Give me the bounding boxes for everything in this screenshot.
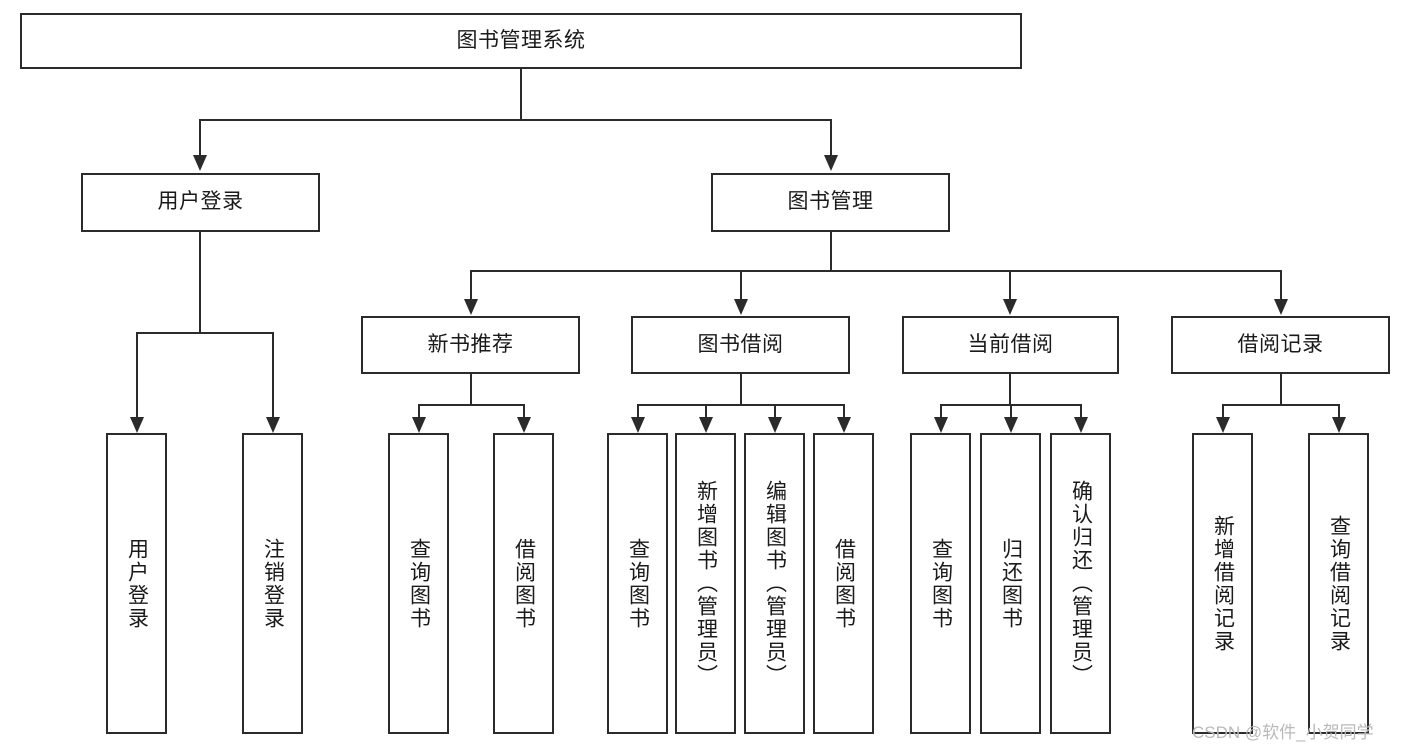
arrowhead-current-borrow-leaf-3 xyxy=(1074,417,1088,433)
arrowhead-current-borrow-leaf-1 xyxy=(934,417,948,433)
connector-borrow-record-to-leaf-1 xyxy=(1222,404,1224,417)
connector-book-borrow-stem xyxy=(740,374,742,405)
node-label: 用户登录 xyxy=(157,190,244,214)
arrowhead-borrow-record-leaf-2 xyxy=(1332,417,1346,433)
connector-book-borrow-to-leaf-2 xyxy=(705,404,707,417)
connector-new-book-to-leaf-1 xyxy=(418,404,420,417)
connector-current-borrow-to-leaf-3 xyxy=(1080,404,1082,417)
leaf-current-borrow-3[interactable]: 确认归还（管理员） xyxy=(1050,433,1111,734)
node-book-management[interactable]: 图书管理 xyxy=(711,173,950,232)
node-label: 查询图书 xyxy=(407,537,431,630)
connector-borrow-record-stem xyxy=(1280,374,1282,405)
node-label: 归还图书 xyxy=(999,537,1023,630)
node-label: 新书推荐 xyxy=(427,332,514,356)
connector-new-book-to-leaf-2 xyxy=(523,404,525,417)
arrowhead-bm-to-book-borrow xyxy=(734,299,748,315)
connector-root-stem xyxy=(520,69,522,120)
node-label: 图书管理 xyxy=(787,190,874,214)
node-current-borrow[interactable]: 当前借阅 xyxy=(902,316,1119,374)
connector-root-to-book-management xyxy=(830,119,832,155)
node-label: 图书借阅 xyxy=(697,332,784,356)
connector-user-login-to-leaf-1 xyxy=(136,332,138,417)
leaf-new-book-recommend-1[interactable]: 查询图书 xyxy=(388,433,449,734)
arrowhead-bm-to-new-book xyxy=(464,299,478,315)
node-label: 当前借阅 xyxy=(967,332,1054,356)
connector-borrow-record-to-leaf-2 xyxy=(1338,404,1340,417)
connector-user-login-to-leaf-2 xyxy=(272,332,274,417)
leaf-book-borrow-1[interactable]: 查询图书 xyxy=(607,433,668,734)
arrowhead-bm-to-borrow-record xyxy=(1274,299,1288,315)
arrowhead-new-book-leaf-1 xyxy=(412,417,426,433)
connector-book-borrow-to-leaf-3 xyxy=(774,404,776,417)
node-label: 借阅图书 xyxy=(832,537,856,630)
leaf-book-borrow-2[interactable]: 新增图书（管理员） xyxy=(675,433,736,734)
arrowhead-book-borrow-leaf-1 xyxy=(631,417,645,433)
leaf-current-borrow-2[interactable]: 归还图书 xyxy=(980,433,1041,734)
connector-book-management-stem xyxy=(830,232,832,271)
csdn-watermark: CSDN @软件_小贺同学 xyxy=(1192,723,1374,742)
leaf-current-borrow-1[interactable]: 查询图书 xyxy=(910,433,971,734)
connector-book-borrow-to-leaf-1 xyxy=(637,404,639,417)
connector-book-management-bar xyxy=(470,270,1281,272)
node-label: 查询图书 xyxy=(929,537,953,630)
connector-user-login-stem xyxy=(199,232,201,333)
leaf-new-book-recommend-2[interactable]: 借阅图书 xyxy=(493,433,554,734)
connector-user-login-bar xyxy=(136,332,272,334)
leaf-book-borrow-4[interactable]: 借阅图书 xyxy=(813,433,874,734)
connector-current-borrow-to-leaf-2 xyxy=(1010,404,1012,417)
connector-book-borrow-bar xyxy=(637,404,844,406)
leaf-borrow-record-1[interactable]: 新增借阅记录 xyxy=(1192,433,1253,734)
connector-book-borrow-to-leaf-4 xyxy=(843,404,845,417)
node-label: 借阅图书 xyxy=(512,537,536,630)
arrowhead-book-borrow-leaf-2 xyxy=(699,417,713,433)
node-borrow-record[interactable]: 借阅记录 xyxy=(1171,316,1390,374)
connector-bm-to-book-borrow xyxy=(740,270,742,299)
arrowhead-root-to-book-management xyxy=(824,155,838,171)
connector-bm-to-borrow-record xyxy=(1280,270,1282,299)
arrowhead-new-book-leaf-2 xyxy=(517,417,531,433)
leaf-user-login-1[interactable]: 用户登录 xyxy=(106,433,167,734)
leaf-book-borrow-3[interactable]: 编辑图书（管理员） xyxy=(744,433,805,734)
connector-new-book-bar xyxy=(418,404,523,406)
node-root-book-management-system[interactable]: 图书管理系统 xyxy=(20,13,1022,69)
arrowhead-current-borrow-leaf-2 xyxy=(1004,417,1018,433)
leaf-borrow-record-2[interactable]: 查询借阅记录 xyxy=(1308,433,1369,734)
arrowhead-bm-to-current-borrow xyxy=(1003,299,1017,315)
arrowhead-user-login-leaf-2 xyxy=(266,417,280,433)
arrowhead-book-borrow-leaf-4 xyxy=(837,417,851,433)
arrowhead-book-borrow-leaf-3 xyxy=(768,417,782,433)
node-new-book-recommend[interactable]: 新书推荐 xyxy=(361,316,580,374)
node-label: 新增借阅记录 xyxy=(1211,514,1235,653)
connector-root-to-user-login xyxy=(199,119,201,155)
node-book-borrow[interactable]: 图书借阅 xyxy=(631,316,850,374)
node-label: 用户登录 xyxy=(125,537,149,630)
arrowhead-borrow-record-leaf-1 xyxy=(1216,417,1230,433)
leaf-user-login-2[interactable]: 注销登录 xyxy=(242,433,303,734)
node-label: 编辑图书（管理员） xyxy=(763,480,787,687)
node-user-login[interactable]: 用户登录 xyxy=(81,173,320,232)
node-label: 查询图书 xyxy=(626,537,650,630)
node-label: 确认归还（管理员） xyxy=(1069,480,1093,687)
connector-root-bar xyxy=(199,119,832,121)
arrowhead-root-to-user-login xyxy=(193,155,207,171)
connector-bm-to-new-book xyxy=(470,270,472,299)
node-label: 新增图书（管理员） xyxy=(694,480,718,687)
connector-new-book-stem xyxy=(470,374,472,405)
connector-bm-to-current-borrow xyxy=(1009,270,1011,299)
arrowhead-user-login-leaf-1 xyxy=(130,417,144,433)
node-label: 借阅记录 xyxy=(1237,332,1324,356)
node-label: 图书管理系统 xyxy=(456,28,586,52)
connector-borrow-record-bar xyxy=(1222,404,1338,406)
connector-current-borrow-stem xyxy=(1009,374,1011,405)
connector-current-borrow-to-leaf-1 xyxy=(940,404,942,417)
node-label: 查询借阅记录 xyxy=(1327,514,1351,653)
node-label: 注销登录 xyxy=(261,537,285,630)
